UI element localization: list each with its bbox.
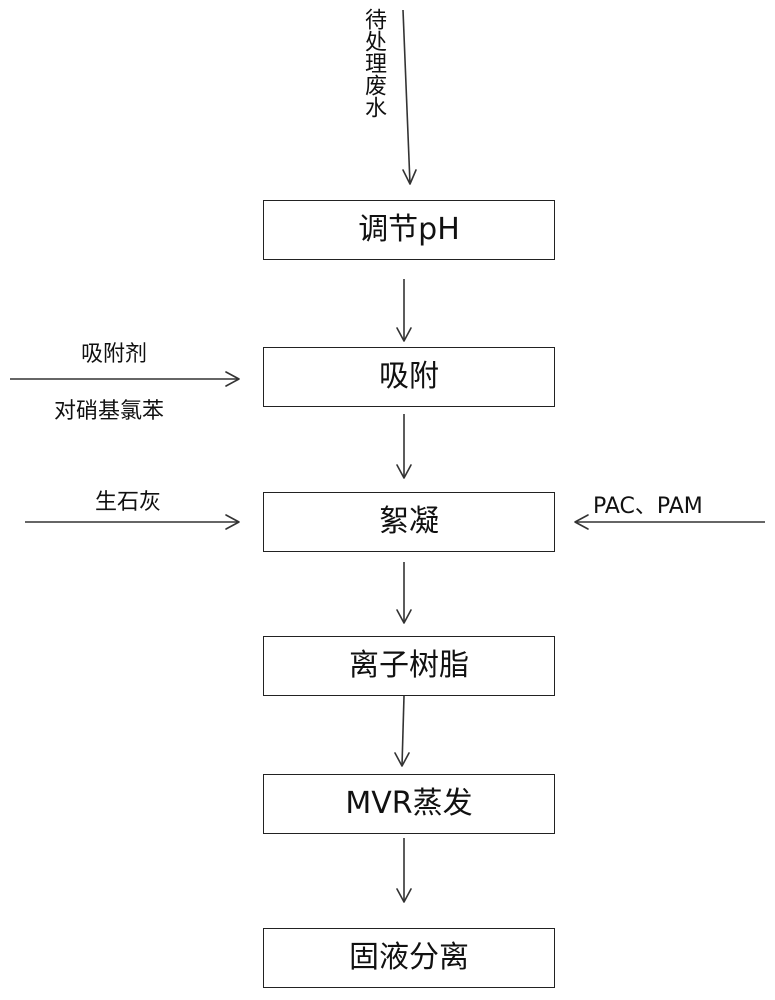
step-arrow-1 <box>396 279 412 342</box>
adsorbent-arrow <box>10 371 240 387</box>
quicklime-arrow <box>25 514 240 530</box>
wastewater-label: 待处理废水 <box>361 8 386 118</box>
nitrochlorobenzene-label: 对硝基氯苯 <box>54 399 165 424</box>
step-arrow-2 <box>396 414 412 479</box>
ion-resin-label: 离子树脂 <box>349 648 469 683</box>
step-arrow-3-head <box>396 609 412 624</box>
step-arrow-4-line <box>401 695 405 767</box>
step-arrow-3 <box>396 562 412 624</box>
adsorbent-arrow-head <box>225 371 240 387</box>
adjust-ph-label: 调节pH <box>358 212 460 247</box>
flocculant-label: PAC、PAM <box>593 494 703 519</box>
wastewater-arrow-line <box>402 9 411 185</box>
adsorbent-label: 吸附剂 <box>81 342 148 367</box>
flocculation-step: 絮凝 <box>263 492 555 552</box>
step-arrow-5-head <box>396 888 412 903</box>
flocculation-label: 絮凝 <box>379 504 439 539</box>
wastewater-arrow <box>402 9 417 185</box>
step-arrow-4-head <box>394 752 410 767</box>
step-arrow-1-head <box>396 327 412 342</box>
adjust-ph-step: 调节pH <box>263 200 555 260</box>
step-arrow-4 <box>394 695 410 767</box>
adsorption-step: 吸附 <box>263 347 555 407</box>
flocculant-arrow-head <box>574 514 589 530</box>
ion-resin-step: 离子树脂 <box>263 636 555 696</box>
mvr-evaporation-label: MVR蒸发 <box>345 786 473 821</box>
mvr-evaporation-step: MVR蒸发 <box>263 774 555 834</box>
adsorption-label: 吸附 <box>379 359 439 394</box>
solid-liquid-separation-label: 固液分离 <box>349 940 469 975</box>
flocculant-arrow <box>574 514 765 530</box>
quicklime-arrow-head <box>225 514 240 530</box>
quicklime-label: 生石灰 <box>95 490 162 515</box>
step-arrow-5 <box>396 838 412 903</box>
solid-liquid-separation-step: 固液分离 <box>263 928 555 988</box>
step-arrow-2-head <box>396 464 412 479</box>
wastewater-arrow-head <box>402 169 417 185</box>
